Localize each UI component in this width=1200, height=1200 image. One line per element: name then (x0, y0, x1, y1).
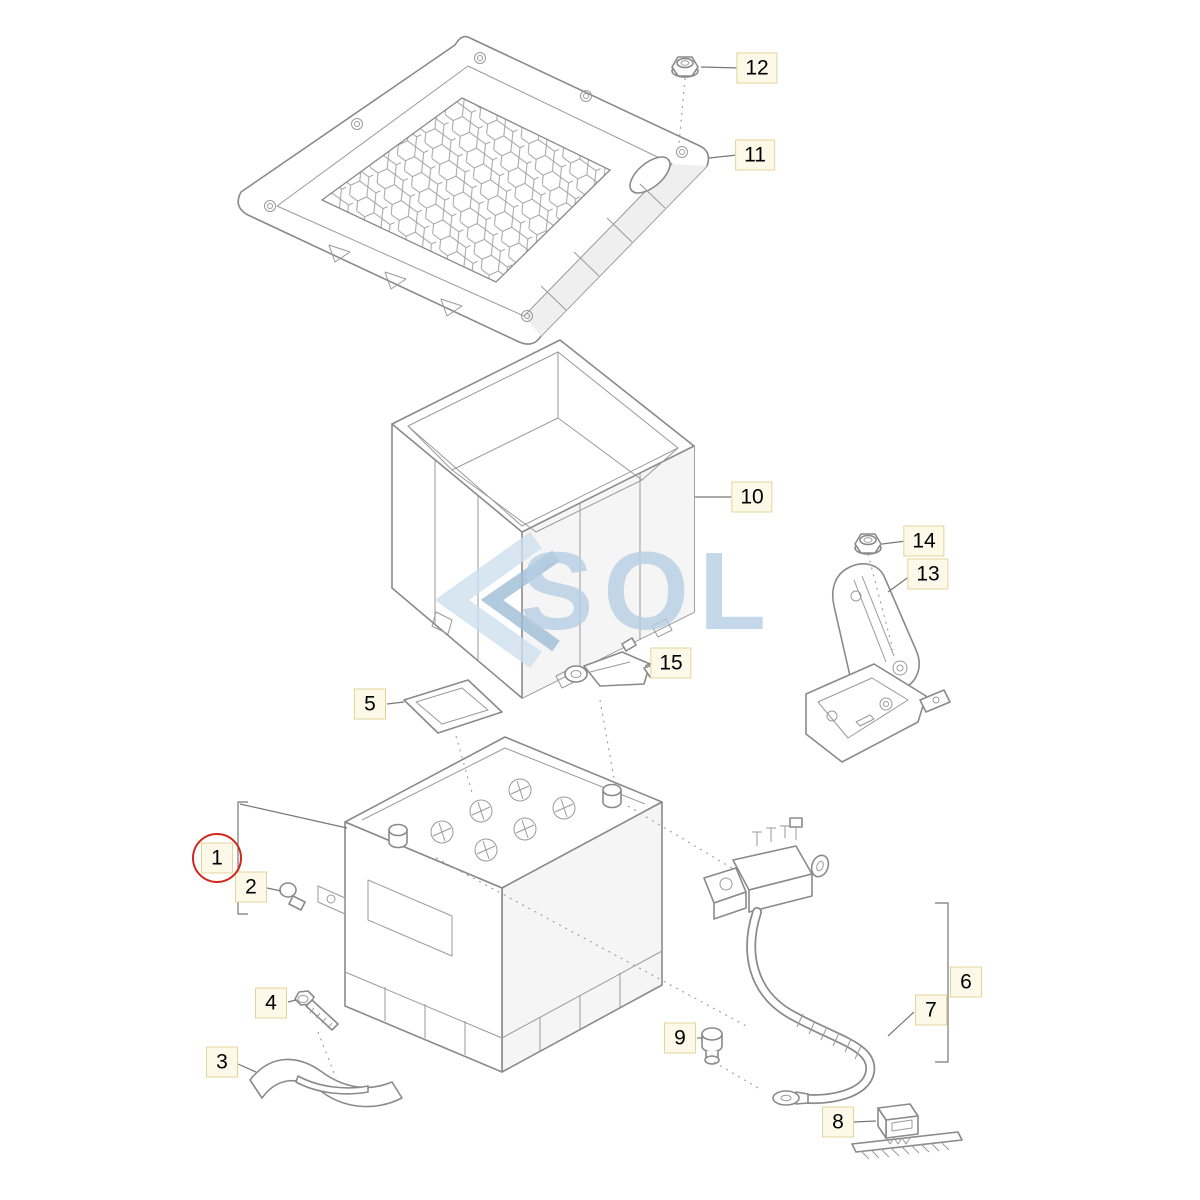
watermark-text: SOL (520, 530, 777, 653)
callout-2[interactable]: 2 (235, 871, 267, 903)
assembly-dashed-lines (317, 77, 894, 1089)
callout-8[interactable]: 8 (822, 1106, 854, 1138)
callout-13[interactable]: 13 (907, 558, 949, 590)
part-drawing-nut-12 (671, 56, 699, 78)
callout-7[interactable]: 7 (915, 994, 947, 1026)
part-drawing-bolt-4 (294, 990, 339, 1031)
callout-10[interactable]: 10 (731, 481, 773, 513)
callout-12[interactable]: 12 (736, 52, 778, 84)
callout-4[interactable]: 4 (255, 987, 287, 1019)
callout-14[interactable]: 14 (903, 525, 945, 557)
callout-6[interactable]: 6 (950, 966, 982, 998)
part-drawing-grommet-9 (701, 1027, 723, 1065)
callout-5[interactable]: 5 (354, 688, 386, 720)
leader-lines (237, 66, 915, 1123)
part-drawing-plug-2 (279, 882, 306, 911)
callout-15[interactable]: 15 (650, 647, 692, 679)
part-drawing-retaining-plate-5 (403, 679, 503, 734)
callout-3[interactable]: 3 (206, 1046, 238, 1078)
part-drawing-battery-1 (317, 736, 663, 1073)
part-drawing-holddown-bracket-3 (249, 1058, 403, 1108)
callout-1[interactable]: 1 (201, 842, 233, 874)
group-bracket-part-1 (237, 801, 248, 915)
part-drawing-nut-14 (854, 533, 882, 555)
group-bracket-part-6 (935, 902, 949, 1063)
sol-logo-icon (434, 531, 560, 669)
part-drawing-bracket-13 (805, 563, 951, 763)
callout-11[interactable]: 11 (735, 139, 775, 171)
part-drawing-battery-cover-tray (237, 35, 710, 345)
part-drawing-battery-cable-7 (703, 817, 876, 1106)
callout-9[interactable]: 9 (664, 1022, 696, 1054)
part-drawing-clip-8 (851, 1103, 963, 1160)
